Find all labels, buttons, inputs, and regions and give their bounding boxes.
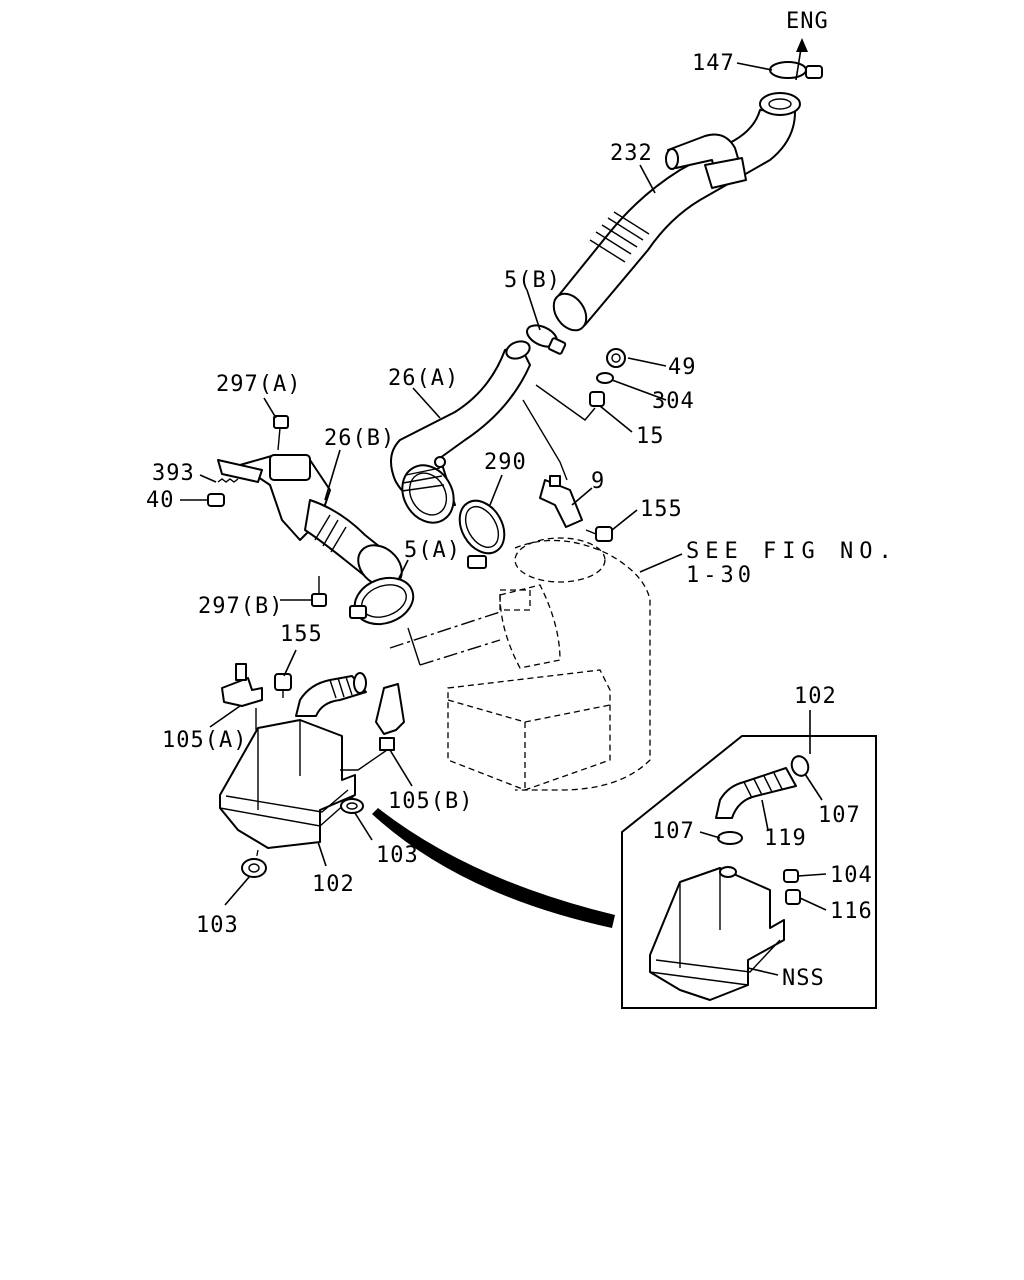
hose-26a xyxy=(390,340,531,524)
label-393: 393 xyxy=(152,461,195,486)
label-5b: 5(B) xyxy=(504,268,561,293)
label-inset-116: 116 xyxy=(830,899,873,924)
grommet-103-mid xyxy=(340,798,364,814)
label-232: 232 xyxy=(610,141,653,166)
label-15: 15 xyxy=(636,424,665,449)
eng-arrow xyxy=(795,38,808,81)
label-inset-nss: NSS xyxy=(782,966,825,991)
label-inset-107-right: 107 xyxy=(818,803,861,828)
hose-26b xyxy=(217,454,403,588)
bracket-105a xyxy=(221,663,263,730)
label-inset-119: 119 xyxy=(764,826,807,851)
clip-40 xyxy=(207,493,225,507)
label-102-main: 102 xyxy=(312,872,355,897)
bolt-297a xyxy=(273,415,289,451)
label-297b: 297(B) xyxy=(198,594,283,619)
label-297a: 297(A) xyxy=(216,372,301,397)
label-40: 40 xyxy=(146,488,175,513)
grommet-103-bottom xyxy=(241,849,267,878)
nut-49 xyxy=(606,348,626,368)
label-9: 9 xyxy=(591,469,605,494)
inset-pointer xyxy=(372,808,615,928)
bolt-15 xyxy=(589,391,605,407)
spring-393 xyxy=(217,478,239,483)
label-5a: 5(A) xyxy=(404,538,461,563)
bracket-guide-line xyxy=(522,384,596,481)
label-155-left: 155 xyxy=(280,622,323,647)
label-105a: 105(A) xyxy=(162,728,247,753)
duct-232 xyxy=(552,92,801,332)
label-inset-107-left: 107 xyxy=(652,819,695,844)
label-103-mid: 103 xyxy=(376,843,419,868)
bolt-155-left xyxy=(274,673,292,698)
label-103-bottom: 103 xyxy=(196,913,239,938)
label-105b: 105(B) xyxy=(388,789,473,814)
clamp-5a xyxy=(349,576,415,626)
label-inset-104: 104 xyxy=(830,863,873,888)
label-26b: 26(B) xyxy=(324,426,395,451)
see-fig-leader xyxy=(639,553,683,573)
connection-line-3 xyxy=(407,627,421,666)
hose-resonator xyxy=(295,672,367,717)
bracket-9 xyxy=(539,475,583,528)
label-eng: ENG xyxy=(786,9,829,34)
inset-box xyxy=(621,735,877,1009)
air-cleaner-ghost xyxy=(447,537,651,791)
bolt-155-right xyxy=(585,526,613,542)
label-see-fig-2: 1-30 xyxy=(686,563,755,588)
connection-line xyxy=(389,611,501,649)
label-304: 304 xyxy=(652,389,695,414)
label-26a: 26(A) xyxy=(388,366,459,391)
label-155-right: 155 xyxy=(640,497,683,522)
label-inset-102: 102 xyxy=(794,684,837,709)
connection-line-2 xyxy=(419,639,501,666)
label-49: 49 xyxy=(668,355,697,380)
washer-304 xyxy=(596,372,614,384)
bolt-297b xyxy=(311,576,327,607)
bracket-105b xyxy=(340,683,405,771)
label-see-fig-1: SEE FIG NO. xyxy=(686,539,898,564)
clamp-290 xyxy=(458,499,506,569)
label-290: 290 xyxy=(484,450,527,475)
resonator-102 xyxy=(219,719,356,849)
clamp-5b xyxy=(526,324,567,355)
leader-lines xyxy=(180,62,827,976)
label-147: 147 xyxy=(692,51,735,76)
